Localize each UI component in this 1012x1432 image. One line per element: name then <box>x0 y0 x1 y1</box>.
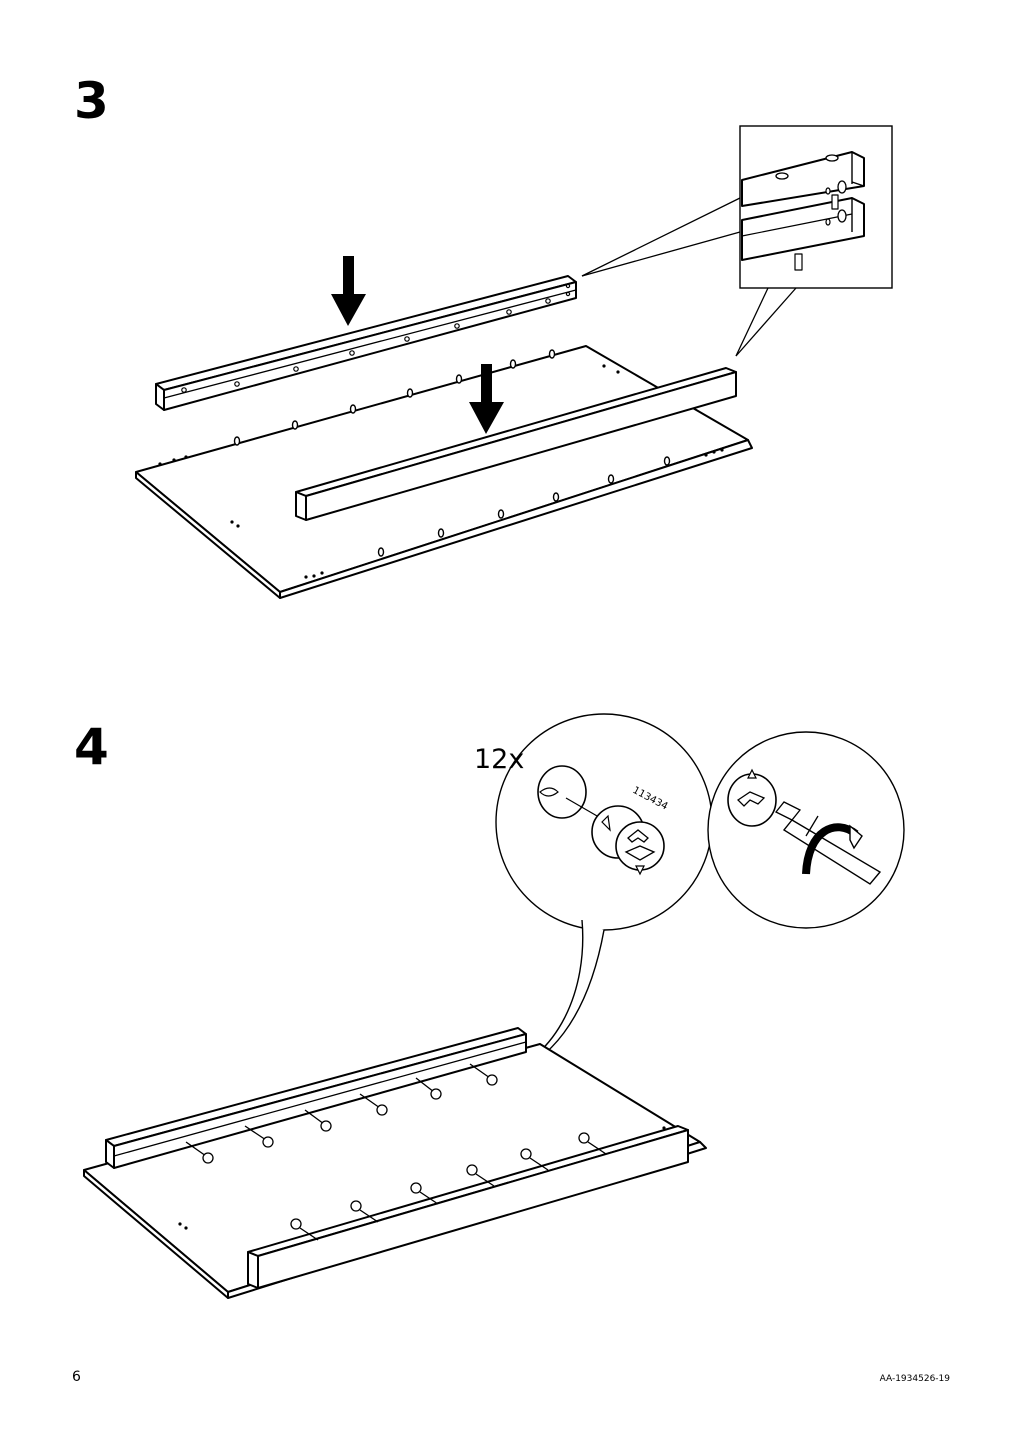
part-number-label: 113434 <box>631 785 670 813</box>
detail-callout-pointer <box>581 197 797 357</box>
cam-lock-detail-circle <box>495 713 713 931</box>
table-top-board <box>83 1043 701 1293</box>
tighten-detail-circle <box>707 731 905 929</box>
step-3-illustration <box>135 125 893 599</box>
step-3-number: 3 <box>74 72 109 130</box>
detail-callout-pointer <box>497 919 605 1077</box>
rotate-clockwise-icon <box>802 823 859 875</box>
cam-lock-icon <box>537 765 665 876</box>
cam-lock-row-back <box>185 1063 498 1164</box>
dowel-row-back <box>233 349 556 446</box>
step-4-number: 4 <box>74 718 109 776</box>
down-arrow-icon <box>469 364 504 434</box>
front-rail <box>295 367 737 521</box>
front-rail <box>247 1125 689 1289</box>
quantity-label: 12x <box>474 744 525 775</box>
back-rail <box>155 275 577 411</box>
cam-lock-row-front <box>290 1132 607 1241</box>
rail-joint-detail <box>741 151 865 271</box>
dowel-row-front <box>377 456 671 557</box>
back-rail <box>105 1027 527 1169</box>
screwdriver-icon <box>774 801 882 885</box>
cam-lock-icon <box>727 768 777 827</box>
down-arrow-icon <box>331 256 366 326</box>
page-number: 6 <box>72 1369 81 1385</box>
document-code: AA-1934526-19 <box>879 1374 950 1384</box>
